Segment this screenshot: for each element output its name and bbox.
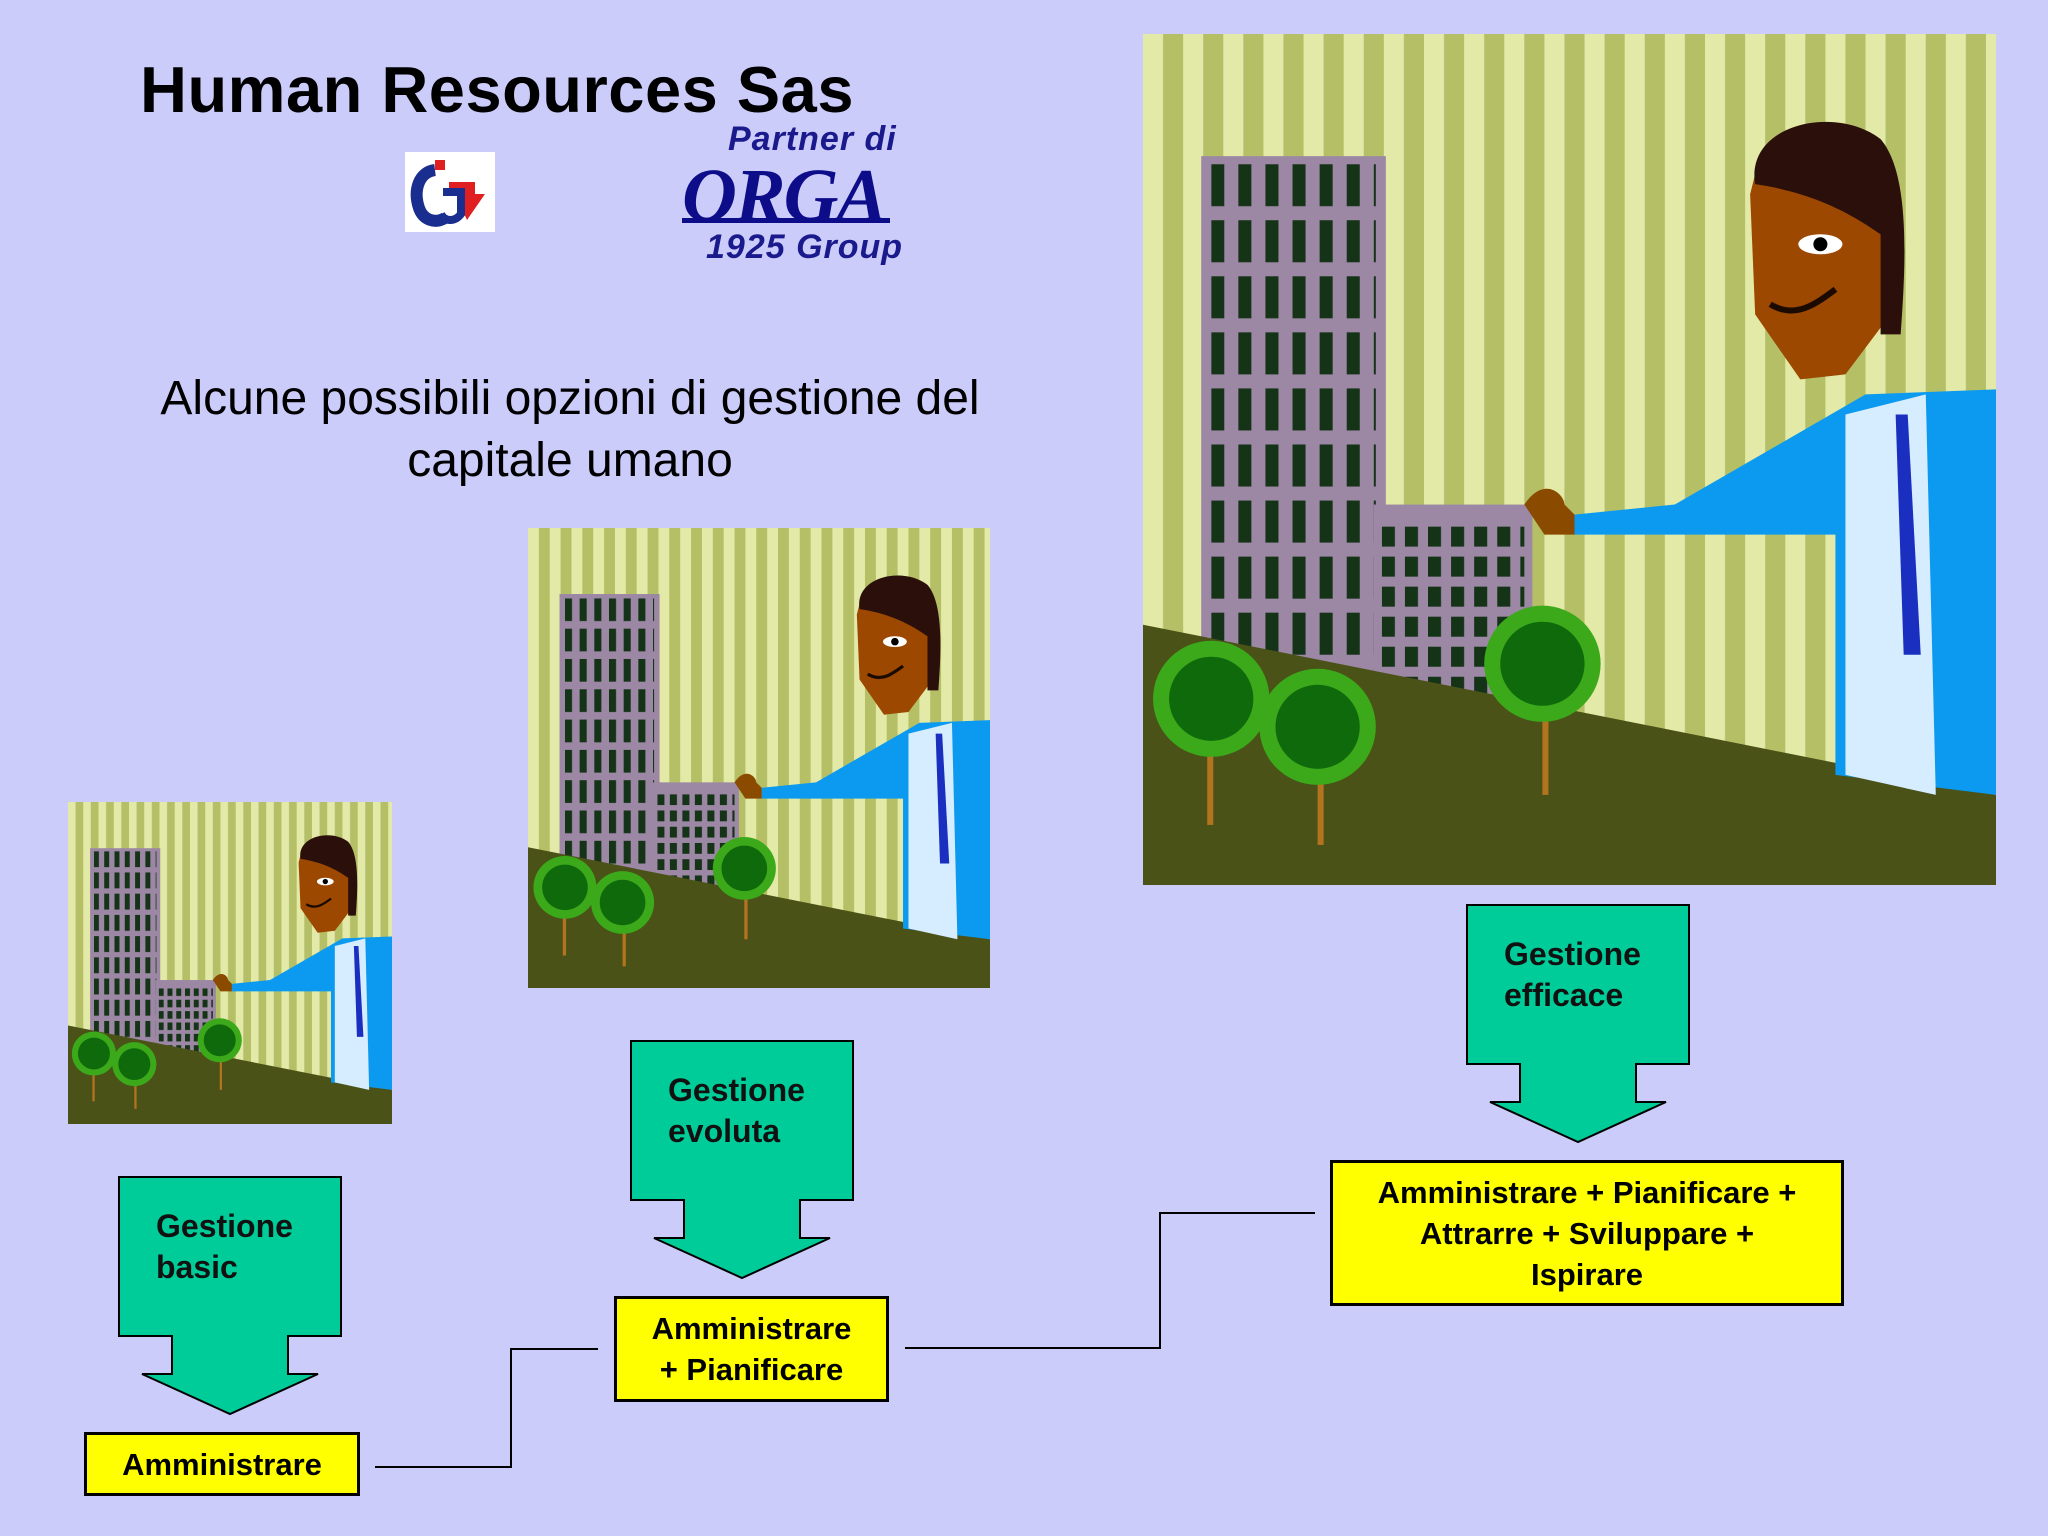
ig-logo-icon xyxy=(405,152,495,232)
stage-label-basic: Gestione basic xyxy=(156,1208,293,1285)
step-connector-1 xyxy=(370,1340,610,1470)
illustration-evoluta xyxy=(528,528,990,988)
subtitle: Alcune possibili opzioni di gestione del… xyxy=(120,368,1020,492)
arrow-callout-basic: Gestione basic xyxy=(118,1176,342,1416)
result-box-basic: Amministrare xyxy=(84,1432,360,1496)
subtitle-line-1: Alcune possibili opzioni di gestione del xyxy=(160,372,980,425)
arrow-callout-evoluta: Gestione evoluta xyxy=(630,1040,854,1280)
result-box-evoluta: Amministrare + Pianificare xyxy=(614,1296,889,1402)
stage-label-evoluta: Gestione evoluta xyxy=(668,1072,805,1149)
arrow-callout-efficace: Gestione efficace xyxy=(1466,904,1690,1144)
partner-label: Partner di xyxy=(728,120,897,158)
subtitle-line-2: capitale umano xyxy=(407,434,733,487)
page-title: Human Resources Sas xyxy=(140,53,854,126)
illustration-efficace xyxy=(1143,34,1996,885)
group-label: 1925 Group xyxy=(706,228,904,266)
orga-underline xyxy=(682,218,890,223)
result-box-efficace: Amministrare + Pianificare + Attrarre + … xyxy=(1330,1160,1844,1306)
step-connector-2 xyxy=(900,1205,1320,1355)
stage-label-efficace: Gestione efficace xyxy=(1504,936,1641,1013)
illustration-basic xyxy=(68,802,392,1124)
